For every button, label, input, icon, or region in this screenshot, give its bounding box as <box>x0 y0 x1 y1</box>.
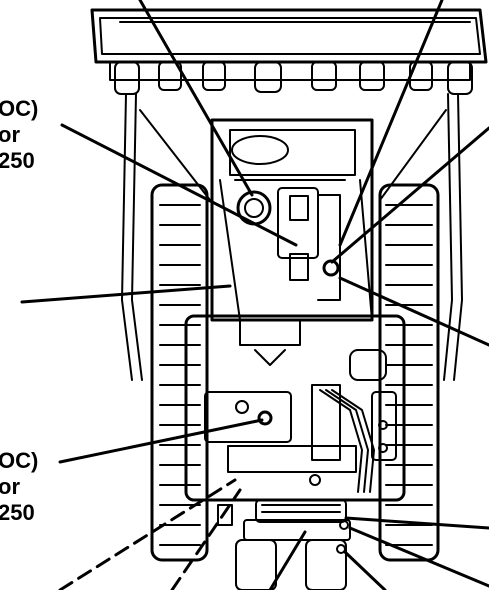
callout-line: or <box>0 122 20 147</box>
callout-line: OC) <box>0 448 39 473</box>
callout-line: 250 <box>0 500 35 525</box>
leader-lines <box>20 0 489 590</box>
callout-line: or <box>0 474 20 499</box>
lift-arms <box>121 93 463 381</box>
callout-line: 250 <box>0 148 35 173</box>
top-couplers <box>114 61 473 95</box>
right-track <box>378 183 440 562</box>
operator-platform <box>184 314 406 502</box>
dashed-leader-lines <box>58 478 242 590</box>
front-blade <box>90 8 488 81</box>
engine-housing <box>210 118 374 322</box>
callout-line: OC) <box>0 96 39 121</box>
rear-ripper <box>217 499 351 590</box>
